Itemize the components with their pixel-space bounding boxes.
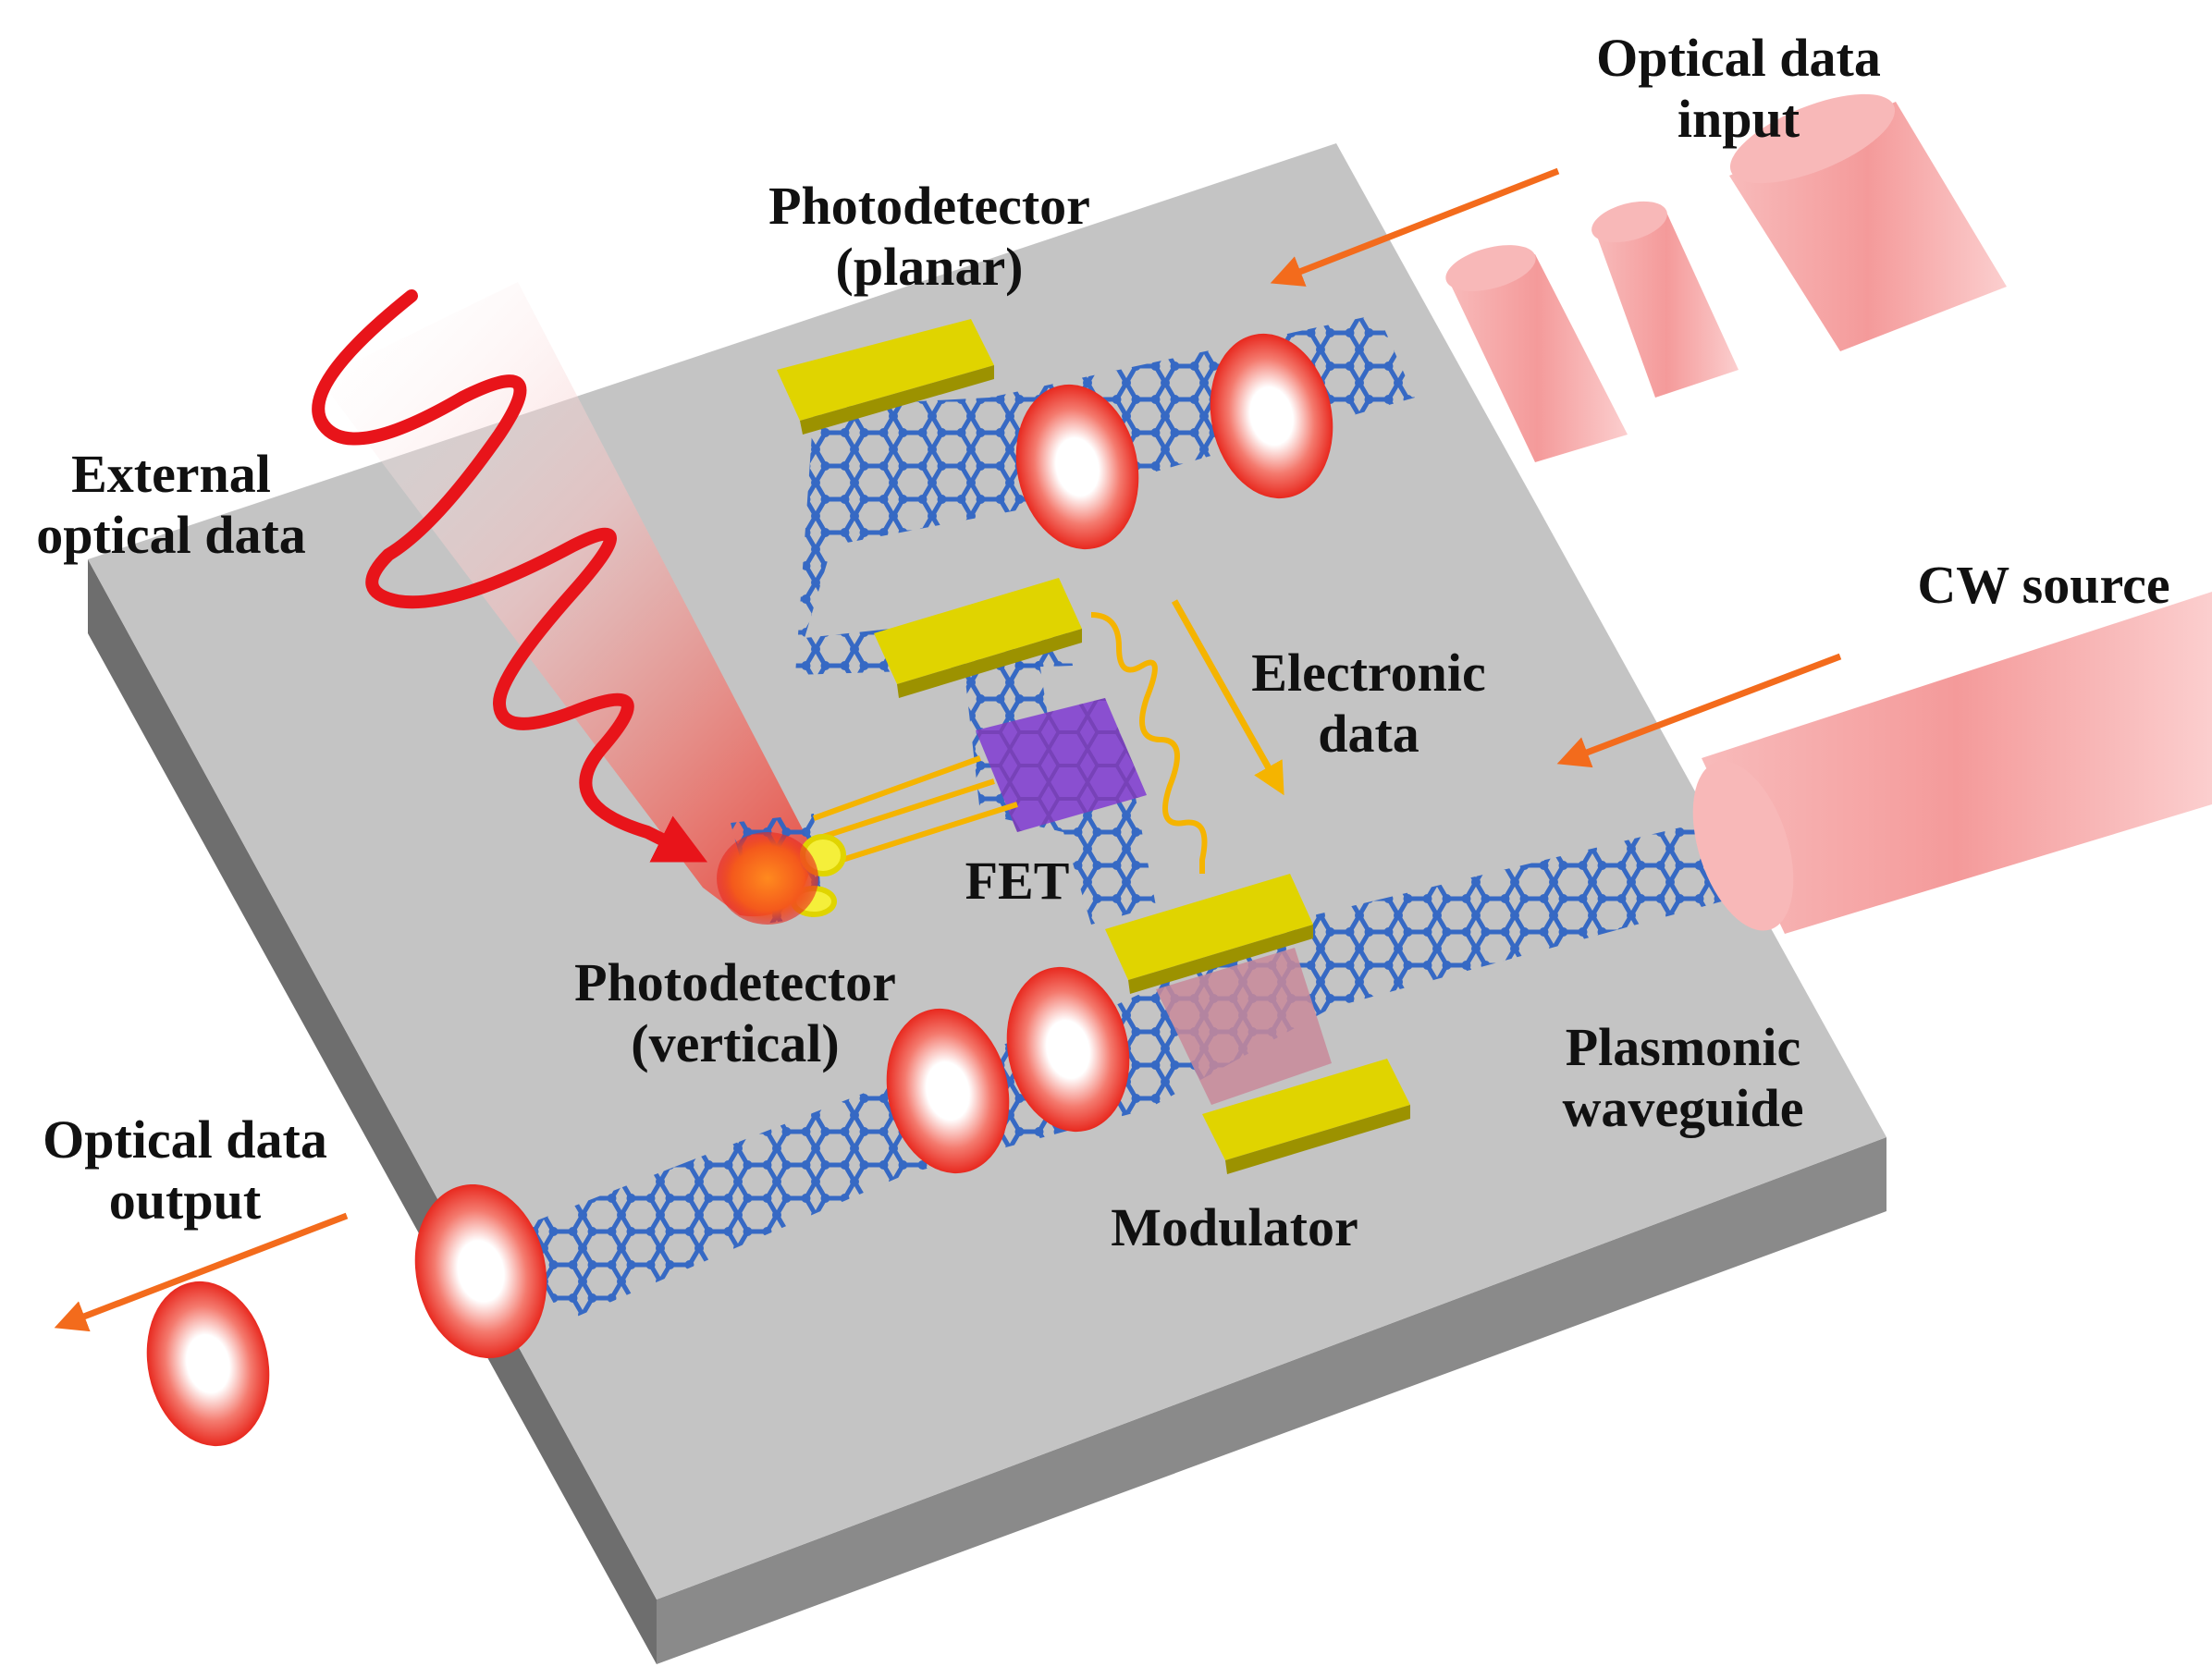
fet-device <box>976 698 1147 832</box>
optical-output-line1: Optical data <box>43 1109 327 1170</box>
light-beam-icon <box>1729 93 2007 351</box>
electrode-pad-icon <box>874 578 1082 698</box>
light-beam-icon <box>1692 592 2212 934</box>
signal-arrows <box>54 167 1842 1332</box>
light-beam-icon <box>1591 201 1739 398</box>
plasmon-spot-icon <box>886 1008 1010 1174</box>
label-external-optical-data: External optical data <box>18 444 324 566</box>
label-electronic-data: Electronic data <box>1230 643 1507 765</box>
fet-line1: FET <box>965 851 1070 911</box>
label-photodetector-planar: Photodetector (planar) <box>731 176 1128 298</box>
electrodes <box>777 319 1410 1174</box>
signal-arrow-icon <box>1556 653 1842 768</box>
external-line2: optical data <box>36 505 306 565</box>
label-fet: FET <box>957 851 1077 912</box>
signal-arrow-icon <box>1171 599 1284 796</box>
vertical-pd-focus-spot <box>717 832 818 925</box>
signal-arrow-icon <box>1270 167 1560 287</box>
chip-side-left <box>88 559 657 1664</box>
label-photodetector-vertical: Photodetector (vertical) <box>541 952 929 1074</box>
pd-vertical-line2: (vertical) <box>631 1013 840 1073</box>
modulator-pad <box>1156 948 1332 1105</box>
electrode-pad-icon <box>1202 1059 1410 1174</box>
plasmon-spots <box>146 333 1333 1447</box>
cw-source-line1: CW source <box>1917 555 2170 615</box>
plasmon-spot-icon <box>1015 384 1139 550</box>
plasmon-spot-icon <box>1006 966 1130 1133</box>
pd-planar-line2: (planar) <box>835 237 1024 297</box>
label-modulator: Modulator <box>1087 1197 1382 1258</box>
light-beam-icon <box>1445 245 1628 462</box>
electronic-line1: Electronic <box>1251 643 1486 703</box>
label-plasmonic-waveguide: Plasmonic waveguide <box>1535 1017 1831 1139</box>
electronic-data-signal <box>1090 599 1284 874</box>
plasmonic-line1: Plasmonic <box>1565 1017 1801 1077</box>
optical-input-line2: input <box>1677 89 1800 149</box>
plasmonic-line2: waveguide <box>1562 1078 1804 1138</box>
electrode-pad-icon <box>1105 874 1313 994</box>
chip-side-front <box>657 1137 1886 1664</box>
plasmon-spot-icon <box>146 1281 270 1447</box>
wavy-light-icon <box>312 289 708 863</box>
optical-output-line2: output <box>108 1170 262 1231</box>
external-line1: External <box>71 444 271 504</box>
electronic-line2: data <box>1318 704 1419 764</box>
light-beams <box>1445 93 2212 934</box>
label-optical-data-input: Optical data input <box>1572 28 1905 150</box>
pd-planar-line1: Photodetector <box>768 176 1090 236</box>
optical-input-line1: Optical data <box>1596 28 1881 88</box>
modulator-line1: Modulator <box>1111 1197 1358 1257</box>
electrode-pad-icon <box>777 319 994 435</box>
plasmon-spot-icon <box>414 1183 547 1359</box>
label-cw-source: CW source <box>1905 555 2182 616</box>
pd-vertical-line1: Photodetector <box>574 952 896 1012</box>
label-optical-data-output: Optical data output <box>18 1109 351 1232</box>
signal-arrow-icon <box>54 1212 349 1332</box>
plasmon-spot-icon <box>1210 333 1333 499</box>
